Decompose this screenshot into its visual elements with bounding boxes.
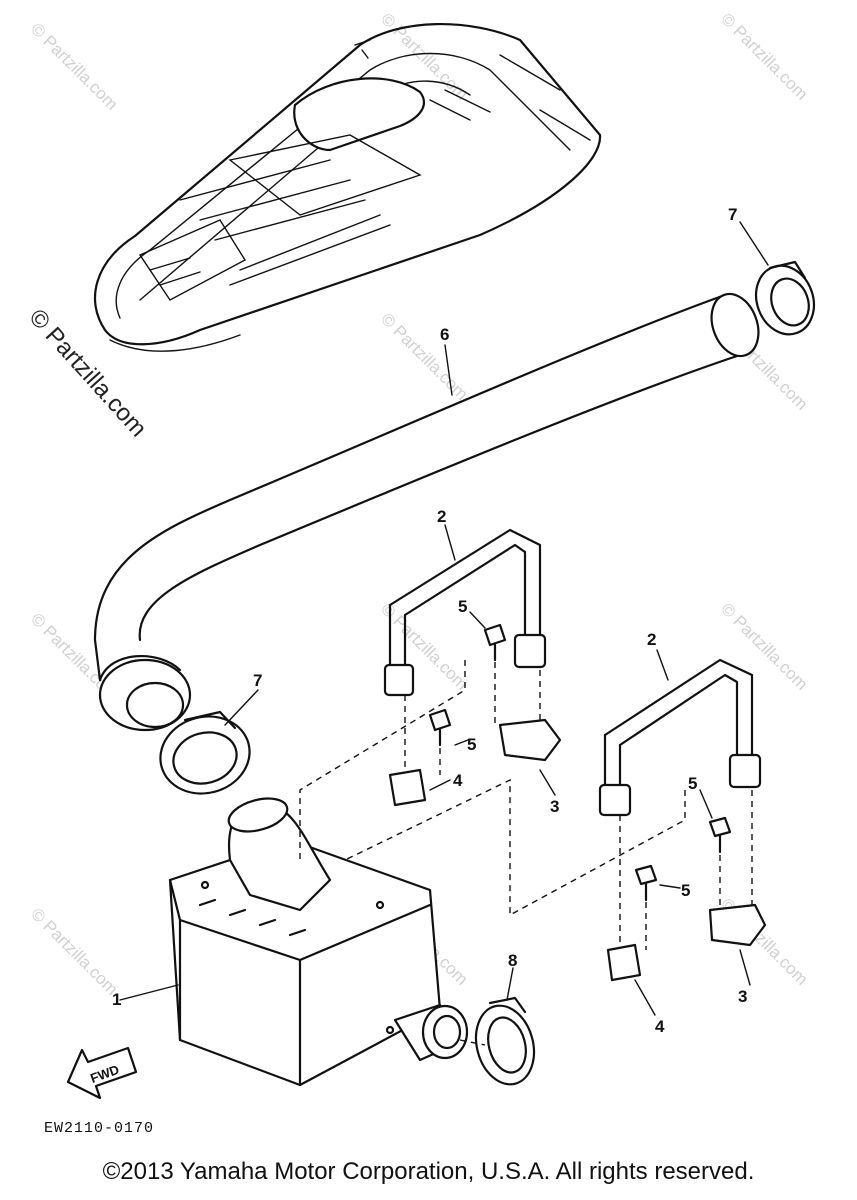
rubber-block-part-3 <box>498 718 767 947</box>
watermark-main: © Partzilla.com <box>24 304 152 442</box>
strap-band-part-2-left <box>383 528 547 697</box>
callout-2-right: 2 <box>647 630 656 649</box>
callout-6: 6 <box>440 325 449 344</box>
exhaust-hose-part-6 <box>93 292 760 732</box>
watermark-layer: © Partzilla.com © Partzilla.com © Partzi… <box>24 9 812 998</box>
hose-clamp-part-7-upper <box>754 260 816 336</box>
strap-band-part-2-right <box>598 658 762 817</box>
fwd-arrow-icon: FWD <box>66 1046 138 1100</box>
watercraft-hull-illustration <box>93 23 602 352</box>
callout-5-c: 5 <box>688 774 697 793</box>
watermark: © Partzilla.com <box>377 309 471 403</box>
hose-clamp-part-7-lower <box>159 710 251 795</box>
watermark: © Partzilla.com <box>27 19 121 113</box>
muffler-part-1 <box>168 797 469 1087</box>
callout-3-a: 3 <box>550 797 559 816</box>
bolt-part-5 <box>428 623 732 902</box>
callout-5-b: 5 <box>467 735 476 754</box>
watermark: © Partzilla.com <box>717 9 811 103</box>
callout-7-lower: 7 <box>253 671 262 690</box>
hose-clamp-part-8 <box>474 996 536 1086</box>
callouts: 6 7 7 2 2 5 5 5 5 4 4 3 3 8 1 <box>112 205 747 1036</box>
watermark: © Partzilla.com <box>27 904 121 998</box>
callout-1: 1 <box>112 990 121 1009</box>
callout-2-left: 2 <box>437 507 446 526</box>
callout-3-b: 3 <box>738 987 747 1006</box>
callout-8: 8 <box>508 951 517 970</box>
callout-4-b: 4 <box>655 1017 665 1036</box>
diagram-code: EW2110-0170 <box>44 1120 154 1137</box>
callout-5-d: 5 <box>681 881 690 900</box>
leader-lines <box>119 221 769 1016</box>
bracket-part-4 <box>388 768 642 982</box>
callout-4-a: 4 <box>453 771 463 790</box>
assembly-guide-lines <box>299 660 753 1046</box>
callout-5-a: 5 <box>458 597 467 616</box>
copyright-notice: ©2013 Yamaha Motor Corporation, U.S.A. A… <box>102 1158 755 1185</box>
callout-7-upper: 7 <box>728 205 737 224</box>
